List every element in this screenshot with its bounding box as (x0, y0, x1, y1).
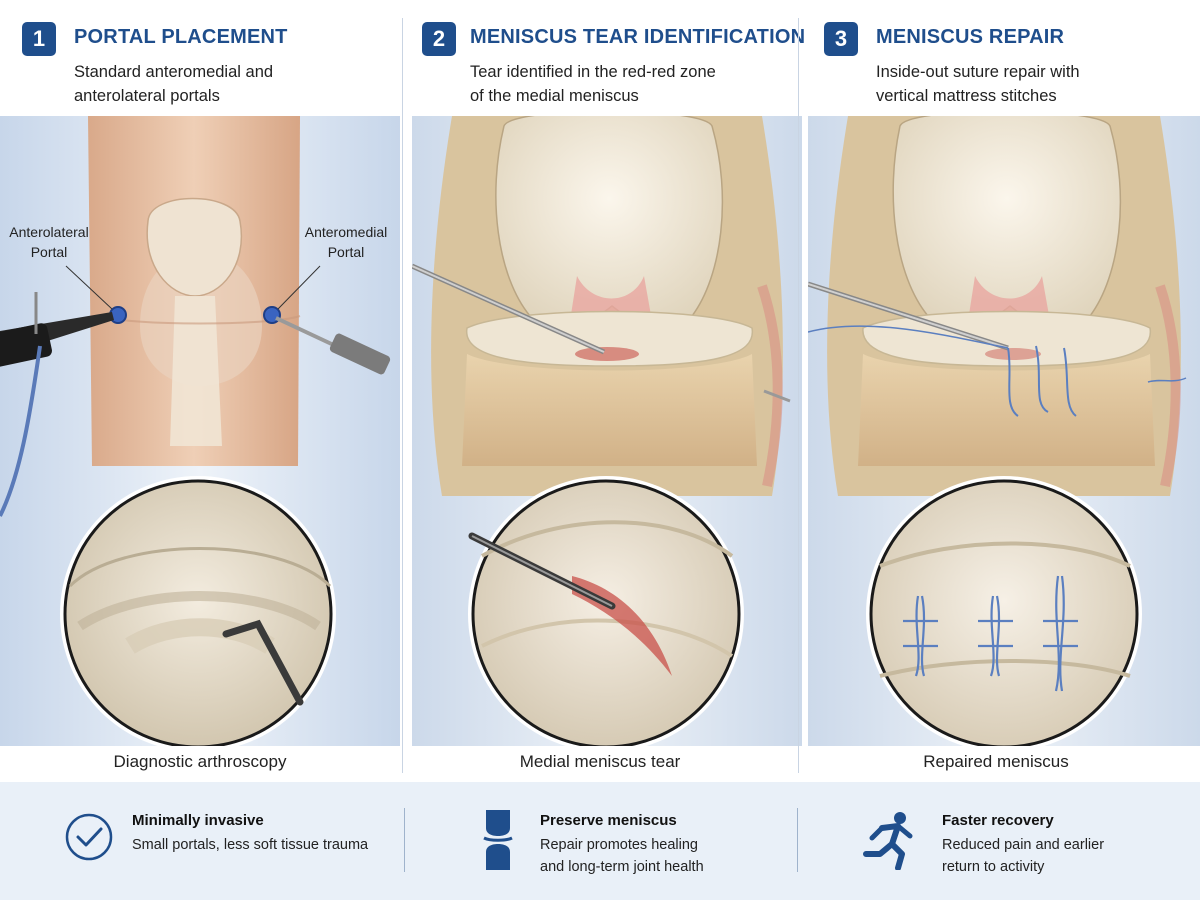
anteromedial-portal-label: Anteromedial Portal (304, 224, 388, 260)
knee-tear-illustration (412, 116, 802, 746)
knee-joint-icon (483, 810, 513, 870)
step-panel-meniscus-repair: 3 MENISCUS REPAIR Inside-out suture repa… (800, 0, 1200, 782)
step-description: Inside-out suture repair with vertical m… (876, 63, 1080, 105)
step-caption: Medial meniscus tear (519, 752, 681, 771)
step-number-badge: 3 (824, 22, 858, 56)
step-title: MENISCUS REPAIR (876, 26, 1065, 48)
benefit-description: Small portals, less soft tissue trauma (132, 837, 369, 853)
benefit-title: Minimally invasive (132, 812, 264, 829)
benefits-footer: Minimally invasive Small portals, less s… (0, 782, 1200, 900)
step-description: Tear identified in the red-red zone of t… (470, 63, 716, 105)
footer-divider (404, 808, 405, 872)
panel-divider (798, 18, 799, 773)
footer-divider (797, 808, 798, 872)
benefit-description: Reduced pain and earlier return to activ… (942, 837, 1105, 875)
step-title: PORTAL PLACEMENT (74, 26, 288, 48)
step-caption: Repaired meniscus (923, 752, 1069, 771)
benefit-faster-recovery: Faster recovery Reduced pain and earlier… (800, 782, 1200, 900)
benefit-minimally-invasive: Minimally invasive Small portals, less s… (0, 782, 400, 900)
step-panel-portal-placement: 1 PORTAL PLACEMENT Standard anteromedial… (0, 0, 400, 782)
running-person-icon (863, 812, 913, 870)
knee-portal-illustration (0, 116, 400, 746)
check-circle-icon (65, 813, 113, 861)
anterolateral-portal-label: Anterolateral Portal (9, 224, 89, 260)
benefit-title: Preserve meniscus (540, 812, 677, 829)
step-caption: Diagnostic arthroscopy (113, 752, 287, 771)
step-number-badge: 2 (422, 22, 456, 56)
knee-repair-illustration (808, 116, 1200, 746)
step-description: Standard anteromedial and anterolateral … (74, 63, 274, 105)
step-panel-tear-identification: 2 MENISCUS TEAR IDENTIFICATION Tear iden… (400, 0, 805, 782)
benefit-description: Repair promotes healing and long-term jo… (540, 837, 704, 875)
step-title: MENISCUS TEAR IDENTIFICATION (470, 26, 806, 48)
panel-divider (402, 18, 403, 773)
benefit-preserve-meniscus: Preserve meniscus Repair promotes healin… (400, 782, 800, 900)
benefit-title: Faster recovery (942, 812, 1054, 829)
step-number-badge: 1 (22, 22, 56, 56)
